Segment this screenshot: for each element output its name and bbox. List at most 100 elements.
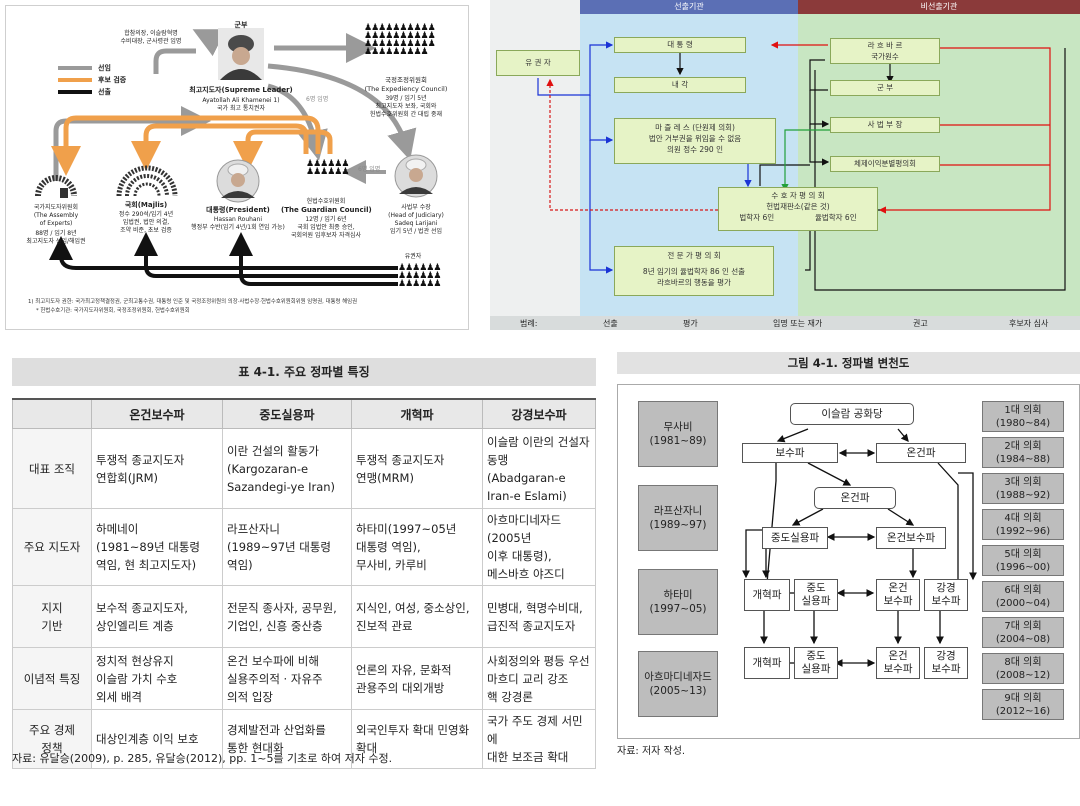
president-role: 행정부 수반(임기 4년/1회 연임 가능) <box>191 224 285 231</box>
table-cell: 온건 보수파에 비해 실용주의적 · 자유주 의적 입장 <box>222 647 352 710</box>
table-cell: 국가 주도 경제 서민에 대한 보조금 확대 <box>482 709 596 769</box>
unelected-header: 비선출기관 <box>798 0 1080 14</box>
power-flow-panel: 선출기관 비선출기관 <box>490 0 1080 330</box>
era-rafsanjani: 라프산자니 (1989~97) <box>638 485 718 551</box>
guardian-sub2: 국회 입법안 최종 승인, <box>297 224 355 231</box>
army-sub1: 합참의장, 이슬람혁명 <box>124 30 178 37</box>
guardian-title: 수 호 자 평 의 회 <box>771 191 825 200</box>
guardian-en: (The Guardian Council) <box>281 206 372 214</box>
legend-appoint: 선임 <box>98 64 111 72</box>
judiciary-name: Sadeq Larijani <box>394 220 438 227</box>
iran-power-structure-panel: ♟♟♟♟♟♟♟♟♟♟♟♟♟♟♟♟♟♟♟♟♟♟♟♟♟♟♟♟♟♟♟♟♟♟♟♟♟♟♟ … <box>5 5 469 330</box>
table-cell: 정치적 현상유지 이슬람 가치 수호 외세 배격 <box>91 647 223 710</box>
army-label: 군부 <box>234 21 248 29</box>
parliament-term-box: 7대 의회 (2004~08) <box>982 617 1064 648</box>
assembly-title: 국가지도자위원회 <box>33 204 79 211</box>
legend-screening: 후보자 심사 <box>1009 319 1049 328</box>
table-cell: 하메네이 (1981~89년 대통령 역임, 현 최고지도자) <box>91 508 223 586</box>
table-cell: 투쟁적 종교지도자 연합회(JRM) <box>91 428 223 509</box>
legend-verify: 후보 검증 <box>98 76 127 84</box>
expediency-sub1: 39명 / 임기 5년 <box>385 95 427 102</box>
assembly-sub1: 88명 / 임기 8년 <box>35 230 77 237</box>
legend-elect: 선출 <box>603 319 618 328</box>
islamic-republican-party: 이슬람 공화당 <box>790 403 914 425</box>
table-header-moderate: 온건보수파 <box>91 398 223 429</box>
parliament-term-box: 1대 의회 (1980~84) <box>982 401 1064 432</box>
table-cell: 민병대, 혁명수비대, 급진적 종교지도자 <box>482 585 596 648</box>
army-sub2: 수비대장, 군사령관 임명 <box>120 38 182 45</box>
leader-sub: 국가원수 <box>871 52 899 61</box>
hardline-box-2: 강경 보수파 <box>924 647 968 679</box>
table-header-reform: 개혁파 <box>351 398 483 429</box>
hardline-box-1: 강경 보수파 <box>924 579 968 611</box>
assembly-en2: of Experts) <box>39 220 73 227</box>
table-header-row: 온건보수파 중도실용파 개혁파 강경보수파 <box>12 398 596 429</box>
army-box: 군 부 <box>830 80 940 96</box>
pragmatic-box-2: 중도 실용파 <box>794 579 838 611</box>
judiciary-title: 사법부 수장 <box>401 204 431 211</box>
parliament-term-box: 6대 의회 (2000~04) <box>982 581 1064 612</box>
assembly-en1: (The Assembly <box>33 212 79 219</box>
guardian-sub3: 국회의원 입후보자 자격심사 <box>290 232 362 239</box>
figure-source-note: 자료: 저자 작성. <box>617 746 686 757</box>
footnote-1: 1) 최고지도자 권한: 국가최고정책결정권, 군최고통수권, 대통령 인준 및… <box>28 299 358 305</box>
parliament-term-box: 4대 의회 (1992~96) <box>982 509 1064 540</box>
majlis-sub1: 법안 거부권을 위임을 수 없음 <box>648 134 742 143</box>
majlis-box: 마 즐 레 스 (단원제 의회) 법안 거부권을 위임을 수 없음 의원 정수 … <box>614 118 776 164</box>
table-cell: 보수적 종교지도자, 상인엘리트 계층 <box>91 585 223 648</box>
six-appoint-label-2: 6명 임명 <box>358 166 381 173</box>
guardian-sub1: 12명 / 임기 6년 <box>305 216 347 223</box>
table-cell: 전문직 종사자, 공무원, 기업인, 신흥 중산층 <box>222 585 352 648</box>
legend-bar <box>490 316 1080 330</box>
table-cell: 외국인투자 확대 민영화 확대 <box>351 709 483 769</box>
supreme-leader-name: Ayatollah Ali Khamenei 1) <box>202 97 280 104</box>
legend-label: 범례: <box>520 319 538 328</box>
table-cell: 투쟁적 종교지도자 연맹(MRM) <box>351 428 483 509</box>
pragmatic-box-3: 중도 실용파 <box>794 647 838 679</box>
guardian-sub3: 율법학자 6인 <box>814 213 857 222</box>
table-cell: 이슬람 이란의 건설자 동맹 (Abadgaran-e Iran-e Eslam… <box>482 428 596 509</box>
guardian-sub1: 헌법재판소(같은 것) <box>766 202 830 211</box>
legend-evaluate: 평가 <box>683 319 698 328</box>
parliament-term-box: 5대 의회 (1996~00) <box>982 545 1064 576</box>
judiciary-box: 사 법 부 장 <box>830 117 940 133</box>
moderate-box-a: 온건파 <box>876 443 966 463</box>
expediency-en: (The Expediency Council) <box>364 85 448 93</box>
majlis-title: 마 즐 레 스 (단원제 의회) <box>655 123 735 132</box>
voters-label: 유권자 <box>404 253 422 260</box>
supreme-leader-title: 최고지도자(Supreme Leader) <box>189 86 293 94</box>
experts-title: 전 문 가 평 의 회 <box>667 251 721 260</box>
moderate-conservative-box-2: 온건 보수파 <box>876 579 920 611</box>
president-name: Hassan Rouhani <box>213 216 263 223</box>
reform-box-1: 개혁파 <box>744 579 790 611</box>
legend-elect: 선출 <box>98 88 111 96</box>
table-row-header: 주요 지도자 <box>12 508 92 586</box>
experts-box: 전 문 가 평 의 회 8년 임기의 율법학자 86 인 선출 라흐바르의 행동… <box>614 246 774 296</box>
figure-title: 그림 4-1. 정파별 변천도 <box>617 352 1080 374</box>
majlis-sub2: 입법권, 법안 의결, <box>122 219 170 226</box>
table-cell: 사회정의와 평등 우선 마흐디 교리 강조 핵 강경론 <box>482 647 596 710</box>
table-cell: 언론의 자유, 문화적 관용주의 대외개방 <box>351 647 483 710</box>
majlis-title: 국회(Majlis) <box>124 201 168 209</box>
evolution-arrows <box>742 428 977 667</box>
table-cell: 하타미(1997~05년 대통령 역임), 무사비, 카루비 <box>351 508 483 586</box>
parliament-term-box: 9대 의회 (2012~16) <box>982 689 1064 720</box>
table-header-pragmatic: 중도실용파 <box>222 398 352 429</box>
table-row-header: 이념적 특징 <box>12 647 92 710</box>
judiciary-role: 임기 5년 / 법관 선임 <box>389 228 443 235</box>
table-row-header: 대표 조직 <box>12 428 92 509</box>
conservative-box: 보수파 <box>742 443 838 463</box>
table-title: 표 4-1. 주요 정파별 특징 <box>12 358 596 386</box>
reform-box-2: 개혁파 <box>744 647 790 679</box>
table-cell: 대상인계층 이익 보호 <box>91 709 223 769</box>
expediency-title: 국정조정위원회 <box>385 76 427 84</box>
voters-crowd-icon: ♟♟♟♟♟♟♟♟♟♟♟♟♟♟♟♟♟♟ <box>398 263 441 289</box>
guardian-members-icon: ♟♟♟♟♟♟♟♟♟♟♟♟ <box>306 159 349 177</box>
majlis-sub2: 의원 정수 290 인 <box>667 145 723 154</box>
